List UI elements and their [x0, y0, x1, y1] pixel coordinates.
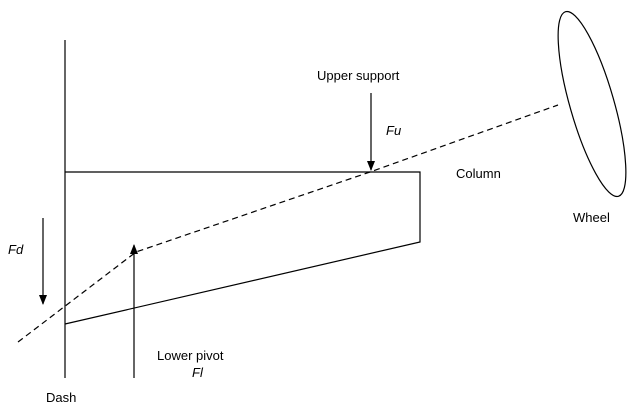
lower-pivot-label: Lower pivot [157, 348, 224, 363]
column-body [64, 171, 421, 325]
fl-label: Fl [192, 365, 204, 380]
wheel-label: Wheel [573, 210, 610, 225]
wheel-ellipse [557, 10, 627, 198]
column-axis-dashed-line [17, 104, 559, 343]
column-label: Column [456, 166, 501, 181]
fd-label: Fd [8, 242, 24, 257]
upper-support-label: Upper support [317, 68, 400, 83]
fu-label: Fu [386, 123, 401, 138]
dash-label: Dash [46, 390, 76, 405]
